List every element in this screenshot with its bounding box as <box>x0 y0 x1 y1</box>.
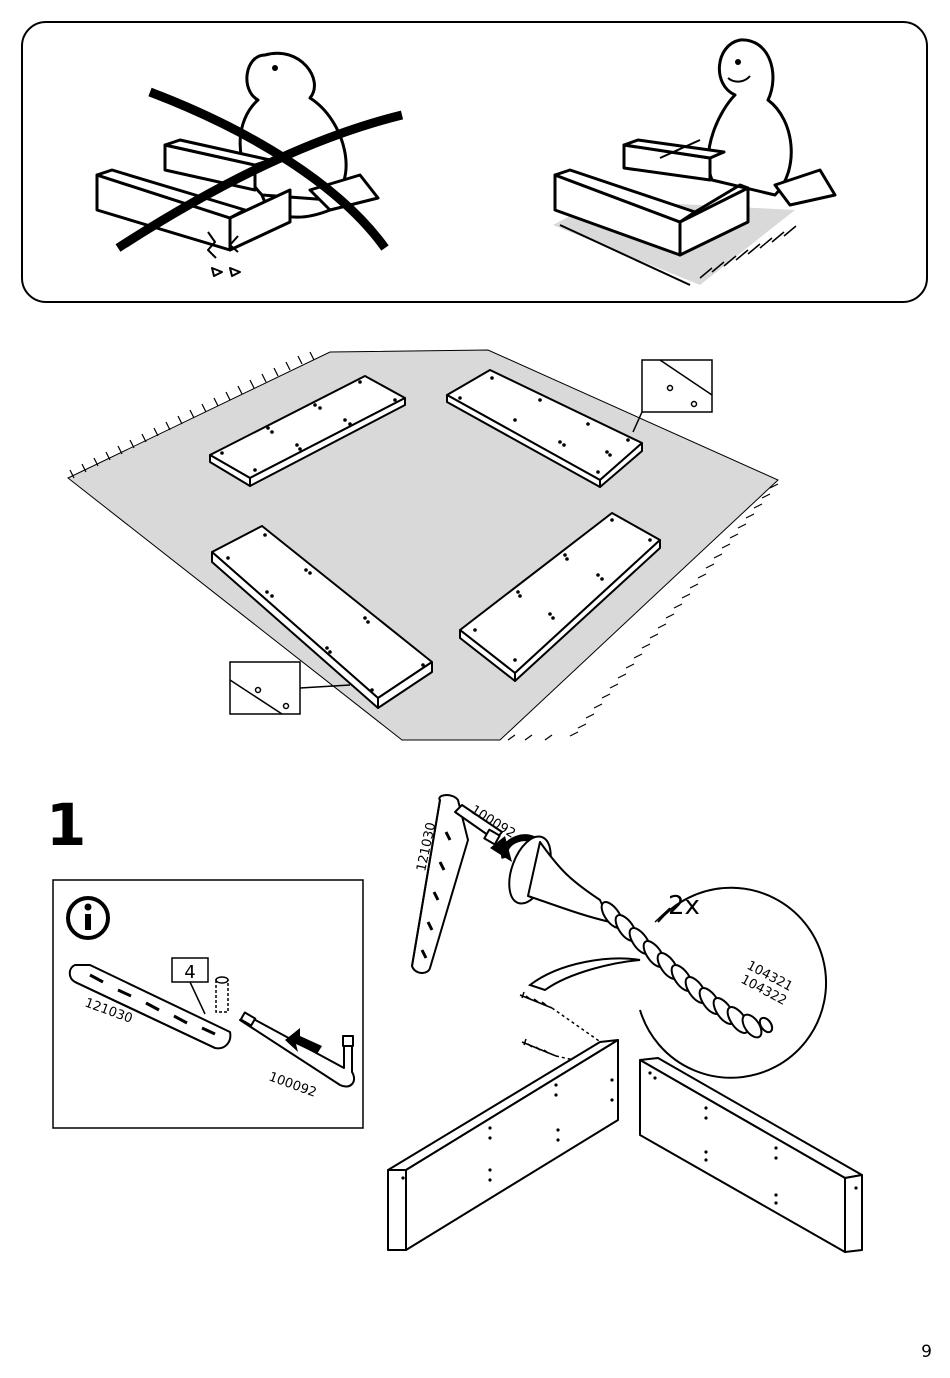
quantity-label: 2x <box>668 891 700 921</box>
page-number: 9 <box>921 1342 932 1362</box>
safety-panel <box>22 22 927 302</box>
wrong-assembly-illustration <box>97 53 378 276</box>
magnifier-pointer <box>530 958 640 990</box>
info-box: 4 121030 100092 <box>53 880 363 1128</box>
side-panel-left <box>388 1040 618 1250</box>
dowel-illustration <box>216 977 228 1012</box>
screw-illustration <box>501 831 775 1041</box>
rug-layout-illustration <box>68 350 778 740</box>
correct-assembly-illustration <box>553 40 835 285</box>
step-number: 1 <box>46 791 86 859</box>
side-panel-right <box>640 1058 862 1252</box>
dowel-count-label: 4 <box>184 962 195 983</box>
info-icon <box>68 898 108 938</box>
